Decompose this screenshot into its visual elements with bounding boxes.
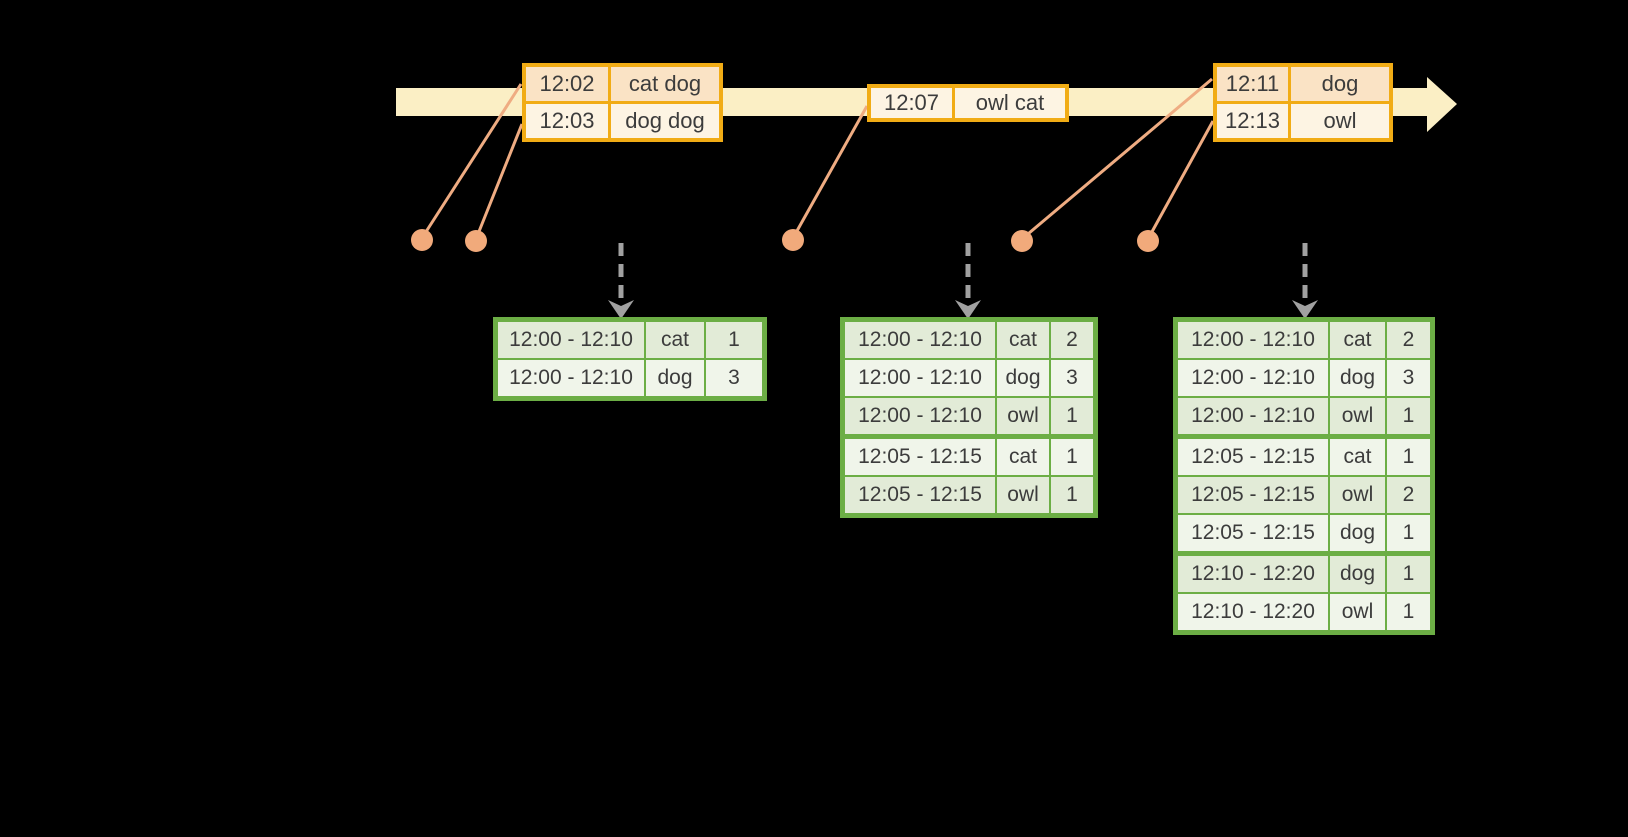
trigger-arrow-head-icon [608, 300, 634, 319]
table-row: 12:00 - 12:10 cat 2 [1178, 322, 1430, 358]
table-row: 12:00 - 12:10 dog 3 [1178, 360, 1430, 396]
word-cell: dog [1330, 515, 1385, 551]
event-words-cell: owl [1291, 104, 1389, 138]
event-dot [782, 229, 804, 251]
event-words-cell: cat dog [611, 67, 719, 101]
table-row: 12:00 - 12:10 cat 1 [498, 322, 762, 358]
event-connector-line [474, 123, 524, 240]
trigger-arrow-head-icon [955, 300, 981, 319]
word-cell: dog [1330, 556, 1385, 592]
window-cell: 12:00 - 12:10 [498, 322, 644, 358]
table-row: 12:05 - 12:15 dog 1 [1178, 515, 1430, 551]
window-cell: 12:00 - 12:10 [845, 360, 995, 396]
timeline-arrowhead-icon [1427, 77, 1457, 132]
result-table-2: 12:00 - 12:10 cat 2 12:00 - 12:10 dog 3 … [840, 317, 1098, 518]
event-dot [1137, 230, 1159, 252]
word-cell: owl [997, 398, 1049, 434]
count-cell: 1 [1387, 556, 1430, 592]
event-dot [411, 229, 433, 251]
count-cell: 1 [706, 322, 762, 358]
input-event-table-2: 12:07 owl cat [867, 84, 1069, 122]
table-row: 12:10 - 12:20 owl 1 [1178, 594, 1430, 630]
word-cell: dog [646, 360, 704, 396]
word-cell: owl [1330, 398, 1385, 434]
window-cell: 12:10 - 12:20 [1178, 594, 1328, 630]
event-connector-line [1146, 120, 1215, 240]
event-connector-line [420, 83, 523, 239]
table-row: 12:00 - 12:10 dog 3 [498, 360, 762, 396]
count-cell: 3 [706, 360, 762, 396]
event-words-cell: dog [1291, 67, 1389, 101]
event-time-cell: 12:02 [526, 67, 608, 101]
result-table-3: 12:00 - 12:10 cat 2 12:00 - 12:10 dog 3 … [1173, 317, 1435, 635]
event-time-cell: 12:07 [871, 88, 952, 118]
count-cell: 1 [1387, 439, 1430, 475]
word-cell: cat [1330, 439, 1385, 475]
count-cell: 3 [1387, 360, 1430, 396]
window-cell: 12:10 - 12:20 [1178, 556, 1328, 592]
count-cell: 2 [1387, 477, 1430, 513]
count-cell: 2 [1051, 322, 1093, 358]
table-row: 12:00 - 12:10 dog 3 [845, 360, 1093, 396]
event-words-cell: dog dog [611, 104, 719, 138]
table-row: 12:00 - 12:10 owl 1 [1178, 398, 1430, 434]
count-cell: 1 [1051, 439, 1093, 475]
event-time-cell: 12:11 [1217, 67, 1288, 101]
table-row: 12:05 - 12:15 owl 1 [845, 477, 1093, 513]
count-cell: 3 [1051, 360, 1093, 396]
count-cell: 1 [1051, 477, 1093, 513]
window-cell: 12:05 - 12:15 [845, 439, 995, 475]
table-row: 12:05 - 12:15 cat 1 [845, 439, 1093, 475]
count-cell: 1 [1387, 594, 1430, 630]
event-words-cell: owl cat [955, 88, 1065, 118]
window-cell: 12:00 - 12:10 [1178, 398, 1328, 434]
word-cell: owl [997, 477, 1049, 513]
event-dot [1011, 230, 1033, 252]
window-cell: 12:05 - 12:15 [845, 477, 995, 513]
event-dot [465, 230, 487, 252]
event-time-cell: 12:13 [1217, 104, 1288, 138]
count-cell: 1 [1051, 398, 1093, 434]
result-table-1: 12:00 - 12:10 cat 1 12:00 - 12:10 dog 3 [493, 317, 767, 401]
window-cell: 12:00 - 12:10 [498, 360, 644, 396]
trigger-arrow-head-icon [1292, 300, 1318, 319]
word-cell: cat [997, 322, 1049, 358]
window-cell: 12:00 - 12:10 [845, 398, 995, 434]
table-row: 12:05 - 12:15 owl 2 [1178, 477, 1430, 513]
count-cell: 2 [1387, 322, 1430, 358]
word-cell: cat [1330, 322, 1385, 358]
window-cell: 12:00 - 12:10 [1178, 360, 1328, 396]
input-event-table-1: 12:02 cat dog 12:03 dog dog [522, 63, 723, 142]
table-row: 12:00 - 12:10 owl 1 [845, 398, 1093, 434]
word-cell: dog [1330, 360, 1385, 396]
window-cell: 12:05 - 12:15 [1178, 515, 1328, 551]
window-cell: 12:00 - 12:10 [1178, 322, 1328, 358]
event-time-cell: 12:03 [526, 104, 608, 138]
table-row: 12:10 - 12:20 dog 1 [1178, 556, 1430, 592]
word-cell: owl [1330, 594, 1385, 630]
count-cell: 1 [1387, 398, 1430, 434]
event-connector-line [791, 105, 869, 239]
table-row: 12:05 - 12:15 cat 1 [1178, 439, 1430, 475]
window-cell: 12:00 - 12:10 [845, 322, 995, 358]
event-connector-line [1021, 77, 1213, 241]
word-cell: cat [646, 322, 704, 358]
count-cell: 1 [1387, 515, 1430, 551]
table-row: 12:00 - 12:10 cat 2 [845, 322, 1093, 358]
input-event-table-3: 12:11 dog 12:13 owl [1213, 63, 1393, 142]
word-cell: dog [997, 360, 1049, 396]
window-cell: 12:05 - 12:15 [1178, 439, 1328, 475]
window-cell: 12:05 - 12:15 [1178, 477, 1328, 513]
word-cell: owl [1330, 477, 1385, 513]
word-cell: cat [997, 439, 1049, 475]
